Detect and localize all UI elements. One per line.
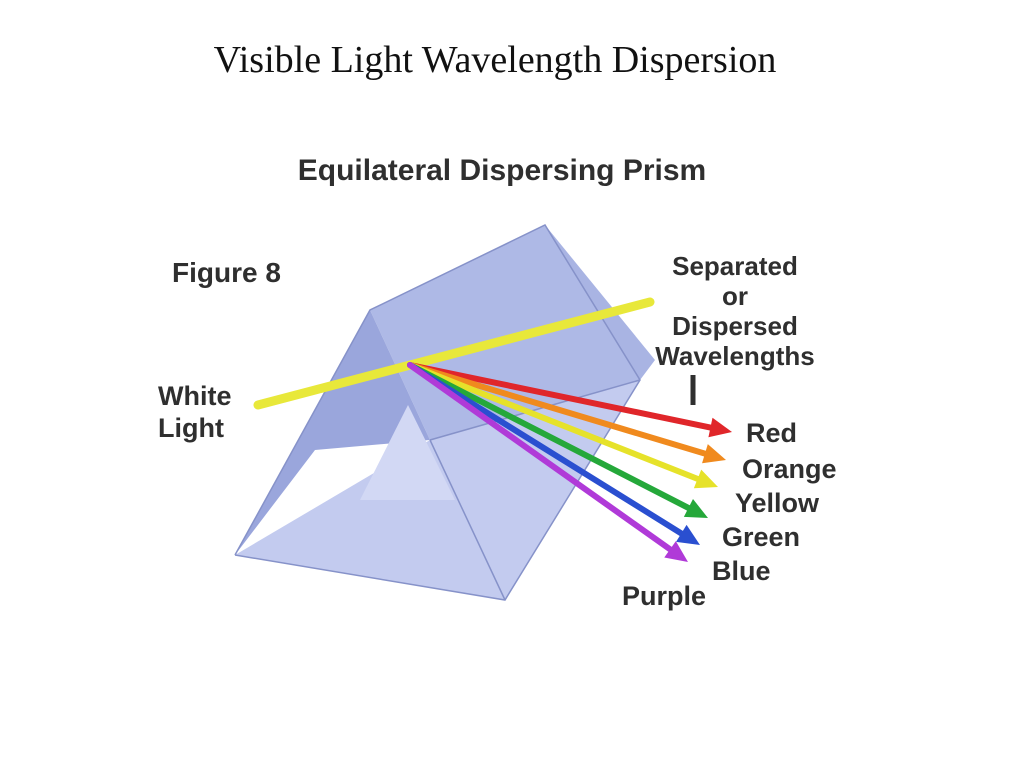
dispersed-label: Separated or Dispersed Wavelengths bbox=[655, 251, 815, 405]
ray-purple bbox=[407, 362, 674, 553]
prism-inner-edge bbox=[429, 379, 641, 441]
ray-orange bbox=[407, 362, 708, 457]
wavelength-label-green: Green bbox=[722, 522, 800, 552]
prism-right-face bbox=[545, 225, 655, 380]
ray-green bbox=[407, 362, 692, 511]
ray-blue bbox=[407, 362, 685, 537]
wavelength-label-purple: Purple bbox=[622, 581, 706, 611]
dispersed-label-line: Separated bbox=[672, 251, 798, 281]
wavelength-label-yellow: Yellow bbox=[735, 488, 820, 518]
prism-inner-triangle bbox=[360, 405, 455, 500]
white-light-label-line: Light bbox=[158, 413, 224, 443]
arrowhead-yellow bbox=[693, 469, 718, 489]
prism bbox=[234, 224, 655, 601]
arrowhead-purple bbox=[664, 541, 688, 562]
white-light-label: White Light bbox=[158, 381, 232, 443]
wavelength-labels: Red Orange Yellow Green Blue Purple bbox=[622, 418, 837, 611]
ray-yellow bbox=[407, 362, 701, 482]
dispersed-label-line: Dispersed bbox=[672, 311, 798, 341]
prism-edge-lines bbox=[234, 224, 641, 601]
dispersed-label-line: Wavelengths bbox=[655, 341, 814, 371]
white-light-beam bbox=[253, 297, 655, 410]
white-light-label-line: White bbox=[158, 381, 232, 411]
wavelength-label-blue: Blue bbox=[712, 556, 771, 586]
figure-heading: Equilateral Dispersing Prism bbox=[298, 154, 706, 187]
prism-inner-edge bbox=[429, 439, 506, 601]
slide-title: Visible Light Wavelength Dispersion bbox=[213, 39, 777, 81]
ray-red bbox=[407, 362, 714, 431]
figure-label: Figure 8 bbox=[172, 257, 281, 288]
arrowhead-blue bbox=[676, 524, 700, 545]
arrowhead-orange bbox=[702, 444, 726, 464]
arrowhead-green bbox=[683, 499, 708, 518]
arrowhead-red bbox=[708, 417, 732, 438]
wavelength-label-red: Red bbox=[746, 418, 797, 448]
dispersed-label-line: or bbox=[722, 281, 748, 311]
wavelength-label-orange: Orange bbox=[742, 454, 837, 484]
dispersed-rays bbox=[407, 362, 732, 562]
